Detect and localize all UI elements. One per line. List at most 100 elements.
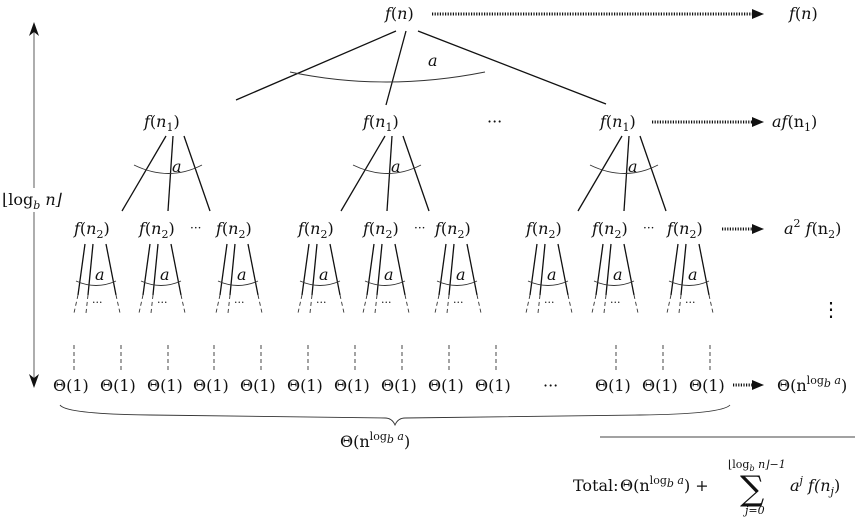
edge bbox=[394, 243, 406, 296]
sum-upper-limit: ⌊logb n⌋−1 bbox=[728, 458, 786, 473]
dotted-arrow-level0 bbox=[432, 9, 764, 19]
dashed-edge bbox=[115, 294, 121, 314]
root-node: f(n) bbox=[384, 4, 414, 23]
edge bbox=[77, 243, 86, 296]
branch-arc bbox=[217, 280, 259, 286]
edge bbox=[557, 243, 569, 296]
edge bbox=[219, 243, 228, 296]
branch-arc bbox=[593, 280, 635, 286]
branch-label: a bbox=[95, 265, 105, 284]
edge bbox=[417, 30, 607, 105]
arrow-head-icon bbox=[752, 380, 764, 390]
level2-inline-ellipsis: ··· bbox=[190, 221, 201, 235]
branch-arc bbox=[364, 280, 406, 286]
branch-arc bbox=[589, 164, 659, 174]
dashed-edge bbox=[666, 294, 672, 314]
leaf-node: Θ(1) bbox=[642, 376, 678, 395]
edge bbox=[105, 243, 117, 296]
edge bbox=[402, 135, 430, 212]
leaf-node: Θ(1) bbox=[595, 376, 631, 395]
level3-ellipsis: ··· bbox=[92, 296, 103, 309]
arrow-head-icon bbox=[752, 224, 764, 234]
level2-node: f(n2) bbox=[434, 219, 471, 241]
level2-node: f(n2) bbox=[362, 219, 399, 241]
dashed-edge bbox=[446, 294, 450, 314]
edge bbox=[366, 243, 375, 296]
dashed-edge bbox=[85, 294, 89, 314]
row-cost-level2: a2 f(n2) bbox=[784, 217, 841, 241]
arrow-up-icon bbox=[29, 22, 39, 36]
edge bbox=[539, 243, 546, 296]
row-cost-level1: af(n1) bbox=[772, 112, 817, 134]
level1-node: f(n1) bbox=[143, 112, 180, 134]
edge bbox=[438, 243, 447, 296]
dashed-edge bbox=[138, 294, 144, 314]
dashed-edge bbox=[257, 294, 263, 314]
dashed-edge bbox=[591, 294, 597, 314]
level1-nodes: f(n1)af(n1)af(n1)a bbox=[121, 112, 667, 212]
row-cost-level0: f(n) bbox=[788, 4, 818, 23]
edge bbox=[680, 243, 687, 296]
leaf-node: Θ(1) bbox=[381, 376, 417, 395]
branch-label: a bbox=[391, 157, 401, 176]
leaf-node: Θ(1) bbox=[475, 376, 511, 395]
level2-inline-ellipsis: ··· bbox=[414, 221, 425, 235]
branch-label: a bbox=[172, 157, 182, 176]
edge bbox=[329, 243, 341, 296]
edge bbox=[311, 243, 318, 296]
dashed-edge bbox=[567, 294, 573, 314]
leaf-brace: Θ(nlogb a) bbox=[59, 404, 731, 451]
level1-node: f(n1) bbox=[599, 112, 636, 134]
dashed-edge bbox=[150, 294, 154, 314]
leaf-node: Θ(1) bbox=[147, 376, 183, 395]
branch-arc bbox=[527, 280, 569, 286]
edge bbox=[170, 243, 182, 296]
dashed-edge bbox=[362, 294, 368, 314]
dashed-edge bbox=[476, 294, 482, 314]
branch-arc bbox=[75, 280, 117, 286]
row-costs: f(n) af(n1) a2 f(n2) ⋮ Θ(nlogb a) bbox=[772, 4, 847, 395]
level2-node: f(n2) bbox=[297, 219, 334, 241]
level1-ellipsis: ··· bbox=[487, 112, 502, 131]
branch-label: a bbox=[688, 265, 698, 284]
level3-ellipsis: ··· bbox=[381, 296, 392, 309]
depth-label: ⌊logb n⌋ bbox=[2, 190, 63, 212]
dashed-edge bbox=[708, 294, 714, 314]
level3-ellipsis: ··· bbox=[157, 296, 168, 309]
dashed-edge bbox=[525, 294, 531, 314]
sum-term: aj f(nj) bbox=[790, 474, 840, 498]
level2-node: f(n2) bbox=[666, 219, 703, 241]
level3-ellipsis: ··· bbox=[234, 296, 245, 309]
edge bbox=[340, 135, 386, 212]
level3-ellipsis: ··· bbox=[610, 296, 621, 309]
dashed-edge bbox=[297, 294, 303, 314]
edge bbox=[229, 243, 236, 296]
arrow-head-icon bbox=[752, 117, 764, 127]
leaf-node: Θ(1) bbox=[240, 376, 276, 395]
edge bbox=[623, 243, 635, 296]
level3-ellipsis: ··· bbox=[544, 296, 555, 309]
edge bbox=[385, 30, 407, 106]
level3-ellipsis: ··· bbox=[685, 296, 696, 309]
dotted-arrow-level2 bbox=[722, 224, 764, 234]
branch-label: a bbox=[613, 265, 623, 284]
leaf-node: Θ(1) bbox=[193, 376, 229, 395]
row-cost-vdots: ⋮ bbox=[821, 297, 841, 321]
leaf-node: Θ(1) bbox=[53, 376, 89, 395]
total-prefix: Total: bbox=[573, 476, 619, 495]
svg-text:f(n): f(n) bbox=[384, 4, 414, 23]
leaf-node: Θ(1) bbox=[334, 376, 370, 395]
level1-node: f(n1) bbox=[362, 112, 399, 134]
total-formula: Total: Θ(nlogb a) + ⌊logb n⌋−1 ∑ j=0 aj … bbox=[573, 458, 840, 517]
level2-node: f(n2) bbox=[138, 219, 175, 241]
branch-label: a bbox=[547, 265, 557, 284]
dashed-edge bbox=[227, 294, 231, 314]
edge bbox=[605, 243, 612, 296]
edge bbox=[142, 243, 151, 296]
level2-nodes: f(n2) a ··· f(n2) a ··· f(n2) a ··· ··· f(n2) a ··· f… bbox=[73, 219, 714, 314]
branch-arc bbox=[352, 164, 422, 174]
total-theta-term: Θ(nlogb a) + bbox=[620, 474, 709, 495]
arrow-down-icon bbox=[29, 374, 39, 388]
row-cost-leaves: Θ(nlogb a) bbox=[777, 374, 847, 395]
